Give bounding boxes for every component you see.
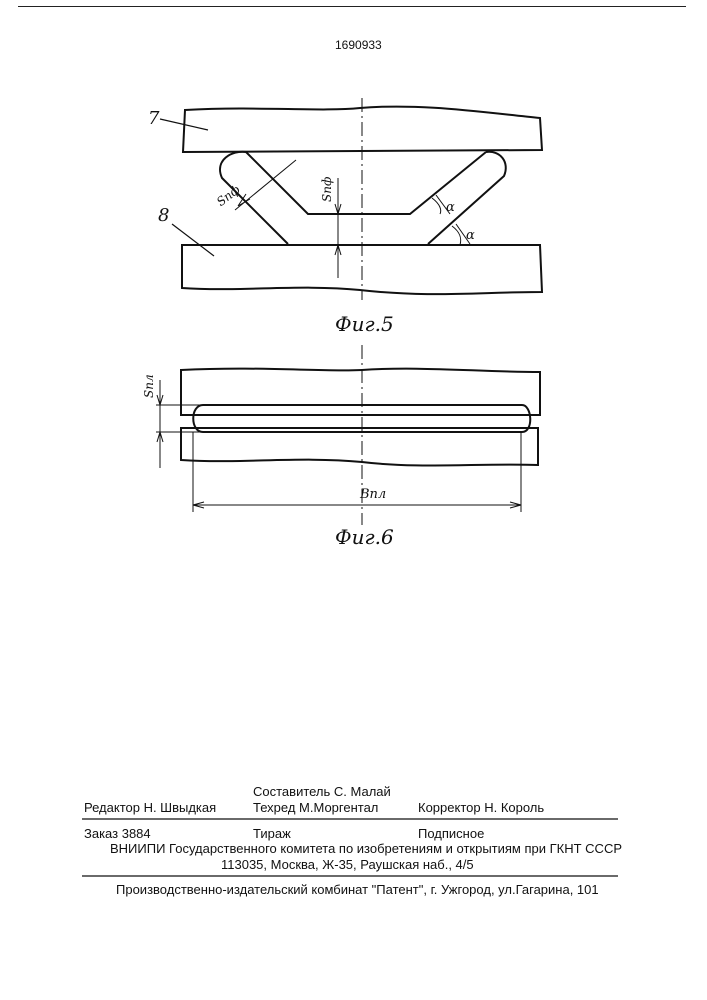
organization-line: ВНИИПИ Государственного комитета по изоб… bbox=[110, 841, 622, 856]
dim-label-gap: Sпл bbox=[142, 374, 156, 398]
techred-credit: Техред М.Моргентал bbox=[253, 800, 378, 815]
figure5-caption: Фиг.5 bbox=[335, 312, 394, 336]
angle-label-upper: α bbox=[446, 200, 455, 215]
subscription-label: Подписное bbox=[418, 826, 484, 841]
circulation-label: Тираж bbox=[253, 826, 291, 841]
dim-label-vertical: Sпф bbox=[320, 177, 334, 202]
figure6-caption: Фиг.6 bbox=[335, 525, 394, 549]
editor-credit: Редактор Н. Швыдкая bbox=[84, 800, 216, 815]
compiler-credit: Составитель С. Малай bbox=[253, 784, 391, 799]
fig6-lower-plate bbox=[181, 428, 538, 466]
angle-label-lower: α bbox=[466, 228, 475, 243]
dim-label-width: Bпл bbox=[360, 487, 386, 502]
publisher-line: Производственно-издательский комбинат "П… bbox=[116, 882, 599, 897]
order-number: Заказ 3884 bbox=[84, 826, 151, 841]
corrector-credit: Корректор Н. Король bbox=[418, 800, 544, 815]
fig6-upper-plate bbox=[181, 369, 540, 415]
part-label-7: 7 bbox=[148, 108, 159, 129]
address-line: 113035, Москва, Ж-35, Раушская наб., 4/5 bbox=[221, 857, 474, 872]
part-label-8: 8 bbox=[158, 205, 169, 226]
